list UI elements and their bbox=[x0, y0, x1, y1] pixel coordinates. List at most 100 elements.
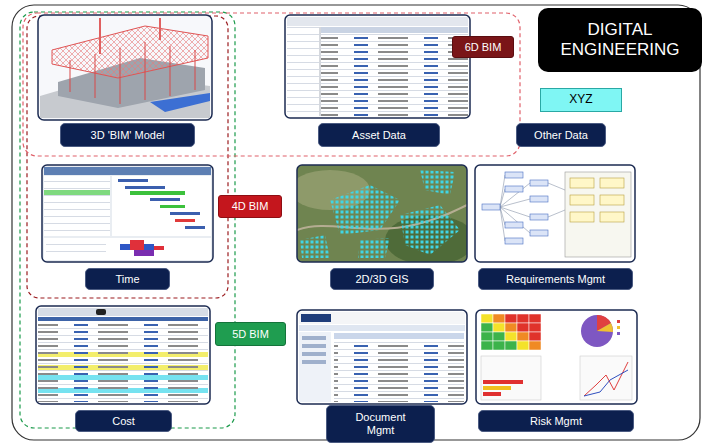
bim-model-render-part bbox=[70, 60, 71, 92]
bim-model-render-part bbox=[159, 18, 161, 40]
asset-data-table-part bbox=[320, 27, 321, 116]
risk-dashboard-part-part bbox=[493, 323, 505, 332]
gis-map-part-part bbox=[420, 170, 455, 195]
dimension-badge: 4D BIM bbox=[218, 195, 282, 218]
requirements-graph-part-part bbox=[530, 214, 548, 220]
document-manager-screen-part bbox=[301, 314, 331, 322]
requirements-graph-part-part bbox=[530, 230, 548, 236]
risk-dashboard-part bbox=[617, 332, 620, 335]
gantt-schedule bbox=[42, 165, 213, 262]
risk-dashboard-part-part bbox=[481, 314, 493, 323]
tile-label: 2D/3D GIS bbox=[330, 268, 434, 290]
gis-map-part bbox=[297, 170, 467, 262]
document-manager-screen-part bbox=[297, 310, 467, 404]
gantt-schedule-part bbox=[120, 244, 130, 250]
requirements-graph-part bbox=[482, 172, 548, 244]
gis-map-part-part bbox=[358, 238, 390, 258]
cost-spreadsheet-part bbox=[38, 317, 208, 321]
risk-dashboard-part-part bbox=[505, 332, 517, 341]
label-text: 3D 'BIM' Model bbox=[91, 129, 165, 142]
bim-model-render-part bbox=[150, 93, 210, 112]
bim-model-render-part bbox=[99, 18, 101, 54]
risk-dashboard-part-part bbox=[517, 323, 529, 332]
risk-dashboard-part-part bbox=[517, 332, 529, 341]
requirements-graph-part-part bbox=[548, 210, 565, 217]
requirements-graph-part bbox=[570, 178, 624, 222]
document-manager-screen-part bbox=[299, 312, 465, 324]
risk-dashboard-part bbox=[483, 392, 501, 396]
gantt-schedule-part bbox=[44, 238, 211, 260]
risk-dashboard-part bbox=[483, 386, 511, 390]
risk-dashboard-part bbox=[483, 380, 523, 384]
risk-dashboard-part-part bbox=[529, 332, 541, 341]
risk-dashboard-part bbox=[584, 362, 628, 396]
tile-label: Asset Data bbox=[318, 123, 440, 147]
risk-dashboard-part-part bbox=[493, 332, 505, 341]
risk-dashboard-part-part bbox=[505, 323, 517, 332]
requirements-graph-part-part bbox=[570, 195, 594, 205]
risk-dashboard-part bbox=[617, 320, 620, 323]
gantt-schedule-part bbox=[154, 246, 164, 250]
bim-model-render-part bbox=[145, 42, 146, 100]
label-text: Document Mgmt bbox=[345, 411, 416, 436]
label-text: 5D BIM bbox=[232, 328, 269, 341]
cost-spreadsheet bbox=[36, 306, 210, 404]
gantt-schedule-part bbox=[125, 186, 165, 189]
tile-label: Cost bbox=[75, 410, 172, 432]
risk-dashboard-part-part bbox=[493, 314, 505, 323]
gantt-schedule-part bbox=[160, 205, 185, 208]
bim-6d-region bbox=[23, 13, 520, 156]
gantt-schedule-part bbox=[134, 250, 154, 256]
label-text: 4D BIM bbox=[232, 200, 269, 213]
gantt-schedule-part bbox=[170, 212, 200, 215]
bim-model-render-part bbox=[170, 46, 171, 96]
label-text: XYZ bbox=[569, 93, 592, 107]
risk-dashboard-part bbox=[481, 356, 541, 400]
requirements-graph-part-part bbox=[500, 207, 505, 241]
risk-dashboard-part bbox=[617, 326, 620, 329]
risk-dashboard-part-part bbox=[517, 314, 529, 323]
requirements-graph-part-part bbox=[530, 180, 548, 186]
risk-dashboard-part bbox=[481, 314, 541, 350]
gantt-schedule-part bbox=[44, 167, 211, 175]
requirements-graph-part-part bbox=[548, 183, 565, 190]
document-manager-screen-part bbox=[299, 325, 465, 331]
bim-model-render-part bbox=[95, 54, 96, 98]
bim-model-render-part bbox=[195, 50, 196, 90]
requirements-graph-part-part bbox=[505, 172, 523, 178]
gis-map-part-part bbox=[330, 185, 400, 235]
gis-map-part-part bbox=[400, 205, 460, 255]
document-manager-screen-part bbox=[302, 344, 326, 348]
gantt-schedule-part bbox=[44, 190, 110, 195]
cost-spreadsheet-part bbox=[38, 322, 208, 402]
requirements-graph-part-part bbox=[500, 199, 530, 207]
requirements-graph-part-part bbox=[570, 178, 594, 188]
risk-dashboard-part bbox=[597, 323, 613, 332]
tile-label: Document Mgmt bbox=[326, 405, 435, 443]
requirements-graph-part-part bbox=[505, 222, 523, 228]
risk-dashboard-part-part bbox=[529, 314, 541, 323]
bim-model-render-part bbox=[120, 48, 121, 104]
cost-spreadsheet-part bbox=[36, 306, 210, 404]
label-text: 6D BIM bbox=[465, 41, 502, 54]
document-manager-screen-part bbox=[302, 352, 326, 356]
gantt-schedule-part bbox=[118, 179, 148, 182]
cost-spreadsheet-part bbox=[96, 309, 106, 315]
requirements-graph-part-part bbox=[505, 186, 523, 192]
tile-label: Risk Mgmt bbox=[478, 410, 634, 432]
requirements-graph-part bbox=[500, 175, 565, 241]
requirements-graph-part-part bbox=[500, 207, 530, 233]
cost-spreadsheet-part bbox=[38, 322, 208, 402]
label-text: Cost bbox=[112, 415, 135, 428]
dimension-badge: 6D BIM bbox=[452, 36, 514, 58]
gantt-schedule-part bbox=[46, 240, 106, 258]
asset-data-table-part bbox=[321, 34, 468, 116]
requirements-graph-part-part bbox=[600, 212, 624, 222]
risk-dashboard-part-part bbox=[505, 341, 517, 350]
requirements-graph-part-part bbox=[500, 183, 530, 207]
risk-dashboard-part-part bbox=[517, 341, 529, 350]
requirements-graph-part-part bbox=[600, 178, 624, 188]
gis-map-part-part bbox=[300, 235, 330, 258]
risk-dashboard-part-part bbox=[505, 314, 517, 323]
